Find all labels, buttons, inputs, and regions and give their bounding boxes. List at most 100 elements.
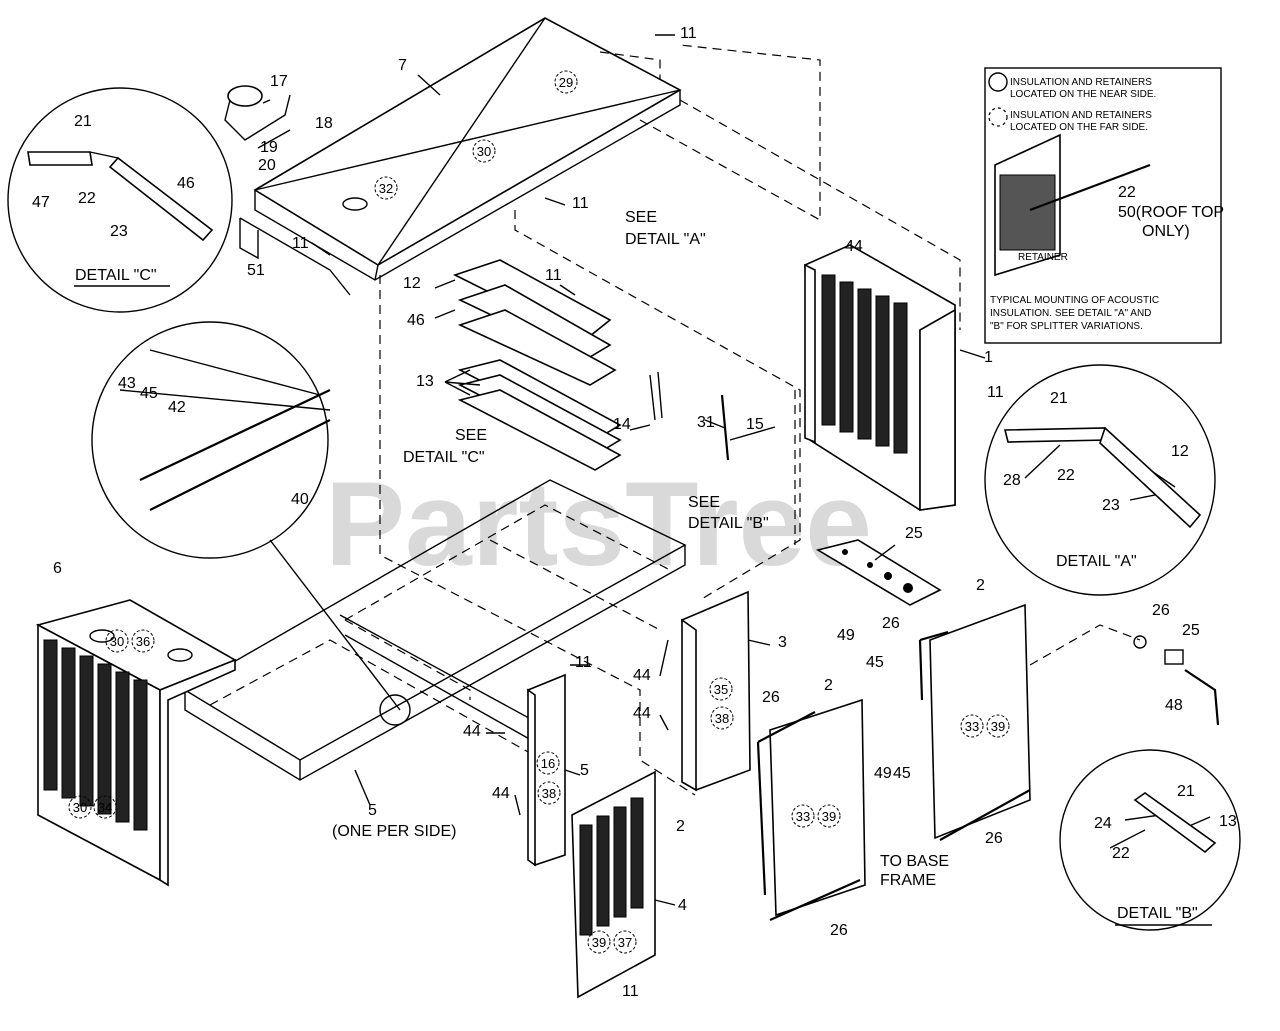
part-number-label: 4: [678, 897, 687, 914]
leader-line: [444, 369, 471, 383]
knob-17: [224, 85, 291, 141]
svg-text:LOCATED ON THE NEAR SIDE.: LOCATED ON THE NEAR SIDE.: [1010, 89, 1156, 100]
svg-text:38: 38: [715, 711, 729, 726]
part-number-label: 45: [140, 385, 158, 402]
svg-text:38: 38: [542, 786, 556, 801]
circled-ref: 37: [613, 930, 637, 954]
leader-line: [1109, 829, 1146, 849]
svg-text:33: 33: [965, 719, 979, 734]
part-number-label: 40: [291, 491, 309, 508]
part-number-label: 5: [368, 802, 377, 819]
partstree-watermark: PartsTree: [325, 457, 872, 591]
circled-ref: 30: [472, 139, 496, 163]
svg-text:39: 39: [822, 809, 836, 824]
leader-line: [729, 426, 776, 441]
part-number-label: 14: [613, 416, 631, 433]
door-2-right: [918, 603, 1031, 841]
part-number-label: 19: [260, 139, 278, 156]
circled-ref: 34: [93, 795, 117, 819]
part-number-label: 48: [1165, 697, 1183, 714]
part-number-label: 51: [247, 262, 265, 279]
part-number-label: 5: [580, 762, 589, 779]
svg-text:DETAIL "B": DETAIL "B": [688, 515, 769, 532]
circled-ref: 36: [131, 629, 155, 653]
part-number-label: 21: [74, 113, 92, 130]
roof-panel: [239, 17, 682, 296]
svg-text:FRAME: FRAME: [880, 872, 936, 889]
svg-text:39: 39: [592, 935, 606, 950]
svg-text:33: 33: [796, 809, 810, 824]
svg-text:29: 29: [559, 75, 573, 90]
part-number-label: 47: [32, 194, 50, 211]
part-number-label: 26: [1152, 602, 1170, 619]
svg-text:30: 30: [477, 144, 491, 159]
svg-text:22: 22: [1118, 184, 1136, 201]
leader-line: [559, 284, 576, 296]
leader-line: [311, 242, 331, 256]
leader-line: [262, 99, 271, 104]
part-number-label: 21: [1050, 390, 1068, 407]
leader-line: [874, 544, 896, 561]
part-number-label: 44: [845, 238, 863, 255]
part-number-label: 11: [680, 25, 697, 42]
part-number-label: 20: [258, 157, 276, 174]
louver-slot: [97, 663, 112, 815]
see-detail-c-callout: SEE DETAIL "C": [403, 427, 487, 466]
control-plate: [815, 539, 942, 606]
circled-ref: 39: [986, 714, 1010, 738]
svg-text:DETAIL "C": DETAIL "C": [75, 267, 157, 284]
louver-slot: [79, 655, 94, 807]
part-number-label: 2: [676, 818, 685, 835]
one-per-side-note: (ONE PER SIDE): [332, 823, 456, 840]
left-end-panel: [35, 599, 237, 887]
leader-line: [434, 279, 456, 289]
svg-text:DETAIL "A": DETAIL "A": [625, 231, 706, 248]
part-number-label: 44: [633, 667, 651, 684]
part-number-label: 7: [398, 57, 407, 74]
louver-slot: [61, 647, 76, 799]
panel-5: [527, 673, 566, 867]
part-number-label: 45: [866, 654, 884, 671]
part-number-label: 2: [824, 677, 833, 694]
part-number-label: 13: [416, 373, 434, 390]
part-number-label: 11: [572, 195, 589, 212]
part-number-label: 25: [905, 525, 923, 542]
svg-text:37: 37: [618, 935, 632, 950]
back-panel-3: [681, 590, 751, 792]
part-number-label: 17: [270, 73, 288, 90]
leader-line: [659, 639, 669, 677]
part-number-label: 49: [874, 765, 892, 782]
circled-ref: 38: [710, 706, 734, 730]
louver-slot: [115, 671, 130, 823]
svg-text:16: 16: [541, 756, 555, 771]
svg-text:SEE: SEE: [688, 494, 720, 511]
see-detail-a-callout: SEE DETAIL "A": [625, 209, 706, 248]
svg-text:32: 32: [379, 181, 393, 196]
part-number-label: 26: [830, 922, 848, 939]
svg-text:30: 30: [73, 800, 87, 815]
leader-lines: [257, 34, 1211, 906]
leader-line: [444, 381, 471, 396]
leader-line: [417, 74, 441, 96]
part-number-label: 13: [1219, 813, 1237, 830]
svg-text:36: 36: [136, 634, 150, 649]
leader-line: [654, 899, 676, 906]
circled-ref: 32: [374, 176, 398, 200]
part-number-label: 23: [110, 223, 128, 240]
part-number-label: 23: [1102, 497, 1120, 514]
leader-line: [514, 794, 521, 816]
part-number-label: 44: [463, 723, 481, 740]
leader-line: [959, 349, 986, 359]
louver-slot: [613, 806, 627, 918]
part-number-label: 11: [292, 235, 309, 252]
rail-detail-circle: [91, 321, 411, 726]
part-number-label: 31: [697, 414, 715, 431]
base-frame: [183, 479, 687, 781]
leader-line: [659, 714, 669, 731]
sensor-assembly: [1029, 624, 1220, 726]
part-number-label: 25: [1182, 622, 1200, 639]
louver-slot: [596, 815, 610, 927]
leader-line: [257, 129, 291, 149]
louver-slot: [839, 281, 854, 433]
part-number-label: 43: [118, 375, 136, 392]
